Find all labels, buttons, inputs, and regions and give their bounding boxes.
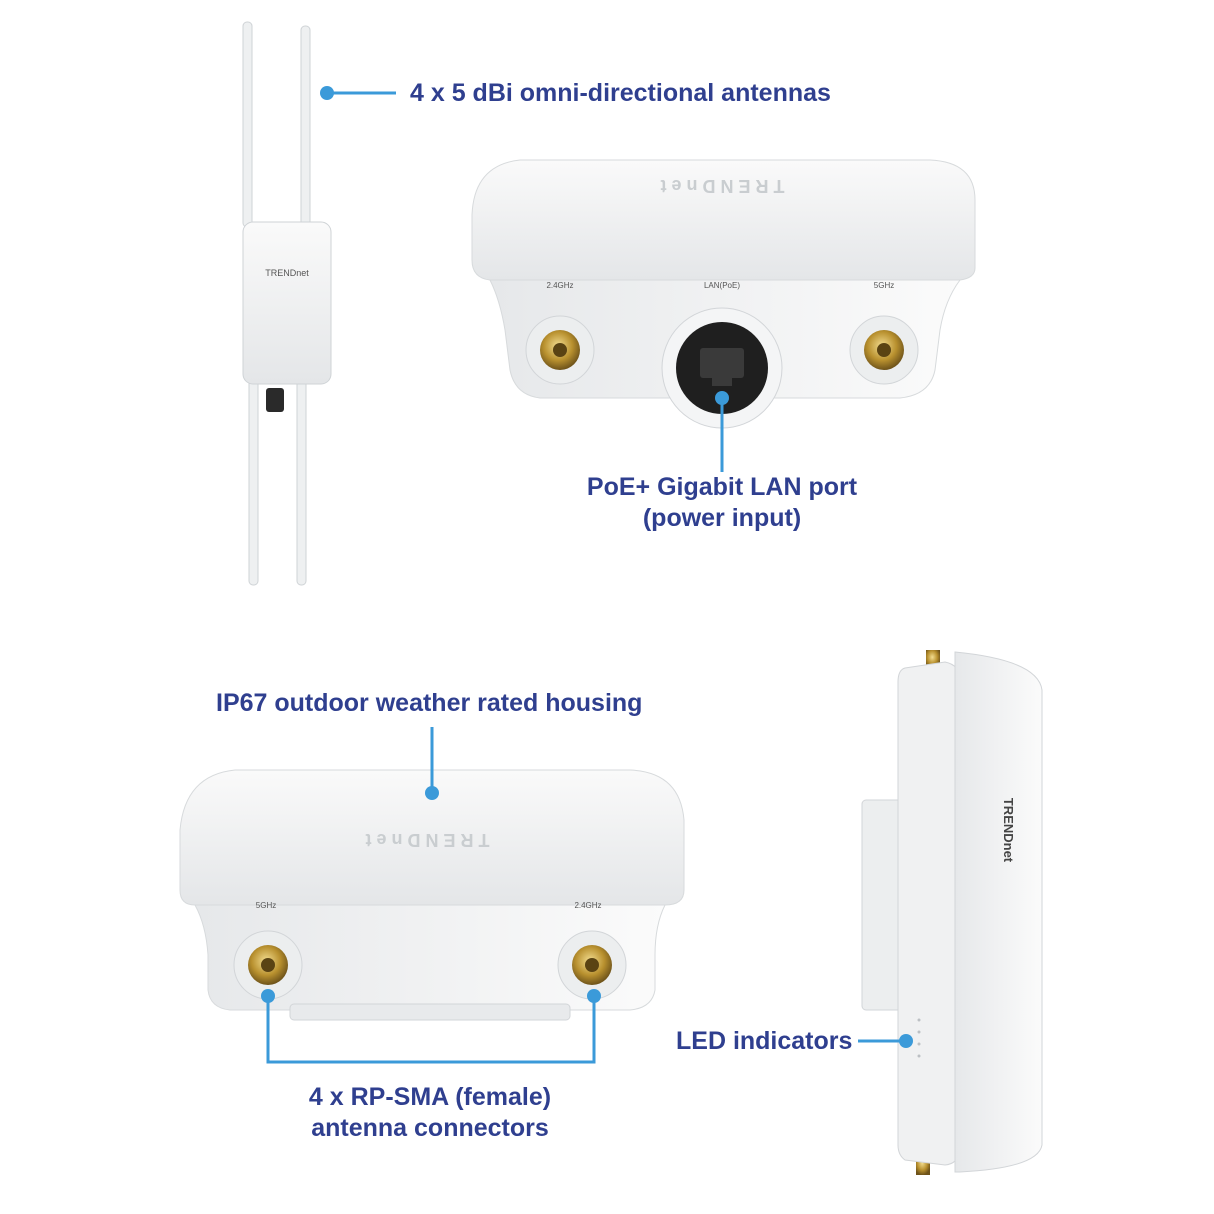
antennas-callout-dot (320, 86, 334, 100)
device-brand-text: TRENDnet (656, 176, 785, 196)
connectors-callout-line1: 4 x RP-SMA (female) (308, 1083, 552, 1111)
label-5ghz: 5GHz (874, 281, 894, 290)
ap-front-view: TRENDnet (242, 21, 332, 586)
led-callout: LED indicators (676, 1027, 853, 1055)
connector-right-callout-dot (587, 989, 601, 1003)
label-2.4ghz: 2.4GHz (546, 281, 573, 290)
connector-left-callout-dot (261, 989, 275, 1003)
lan-port-callout-line2: (power input) (642, 504, 802, 532)
antennas-callout: 4 x 5 dBi omni-directional antennas (410, 79, 831, 107)
connectors-callout-line2: antenna connectors (311, 1114, 549, 1142)
label-lan-poe: LAN(PoE) (704, 281, 740, 290)
led-callout-dot (899, 1034, 913, 1048)
label-2.4ghz: 2.4GHz (574, 901, 601, 910)
device-brand-text: TRENDnet (361, 830, 490, 850)
ap-side-view: TRENDnet (861, 650, 1043, 1175)
housing-callout-dot (425, 786, 439, 800)
device-brand-text: TRENDnet (265, 268, 309, 278)
lan-port-callout-line1: PoE+ Gigabit LAN port (586, 473, 858, 501)
label-5ghz: 5GHz (256, 901, 276, 910)
housing-callout: IP67 outdoor weather rated housing (216, 689, 643, 717)
ap-port-view: TRENDnet 2.4GHz LAN(PoE) 5GHz (471, 159, 976, 429)
device-brand-text: TRENDnet (1001, 798, 1016, 863)
led-indicator-strip (917, 1018, 921, 1058)
connectors-leader-line (266, 998, 596, 1064)
ap-connector-view: TRENDnet 5GHz 2.4GHz (179, 769, 685, 1021)
lan-port-callout-dot (715, 391, 729, 405)
